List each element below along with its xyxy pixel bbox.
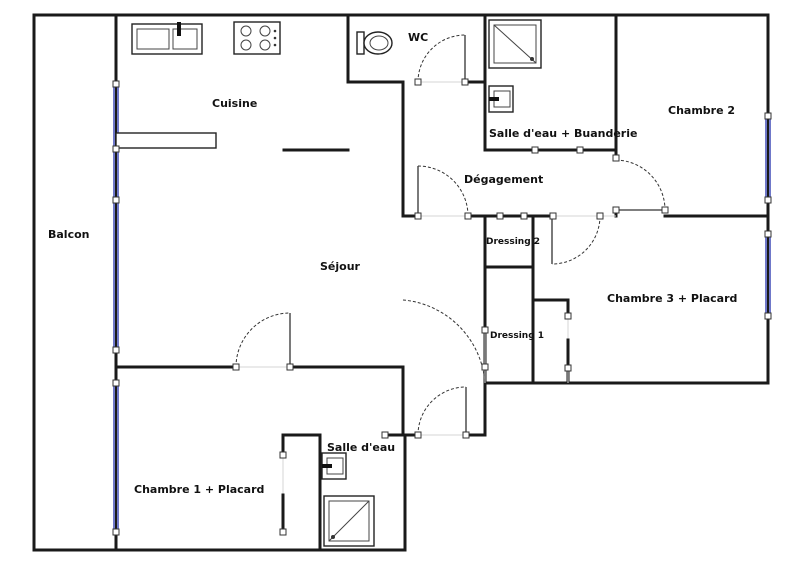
room-label-sejour: Séjour	[320, 260, 361, 273]
closet-markers	[281, 148, 582, 534]
wall-nodes	[112, 78, 772, 536]
toilet-icon	[356, 31, 393, 55]
room-labels: Balcon Cuisine WC Salle d'eau + Buanderi…	[48, 31, 737, 496]
room-label-dressing-1: Dressing 1	[490, 331, 544, 341]
sink-icon	[131, 22, 203, 55]
outer-walls	[32, 13, 770, 552]
washbasin-icon	[321, 452, 347, 480]
room-label-chambre-2: Chambre 2	[668, 104, 735, 117]
room-label-degagement: Dégagement	[464, 173, 543, 186]
room-label-chambre-3: Chambre 3 + Placard	[607, 292, 737, 305]
shower-icon	[488, 19, 542, 69]
room-label-cuisine: Cuisine	[212, 97, 257, 110]
shower-icon	[323, 495, 375, 547]
windows	[113, 84, 771, 532]
room-label-wc: WC	[408, 31, 428, 44]
interior-walls	[114, 13, 770, 552]
room-label-dressing-2: Dressing 2	[486, 237, 540, 247]
room-label-balcon: Balcon	[48, 228, 90, 241]
kitchen-counter	[115, 132, 217, 149]
room-label-chambre-1: Chambre 1 + Placard	[134, 483, 264, 496]
doors	[235, 34, 666, 532]
washbasin-icon	[488, 85, 514, 113]
room-label-salle-eau-buanderie: Salle d'eau + Buanderie	[489, 127, 637, 140]
room-label-salle-eau: Salle d'eau	[327, 441, 395, 454]
cooktop-icon	[233, 21, 281, 55]
